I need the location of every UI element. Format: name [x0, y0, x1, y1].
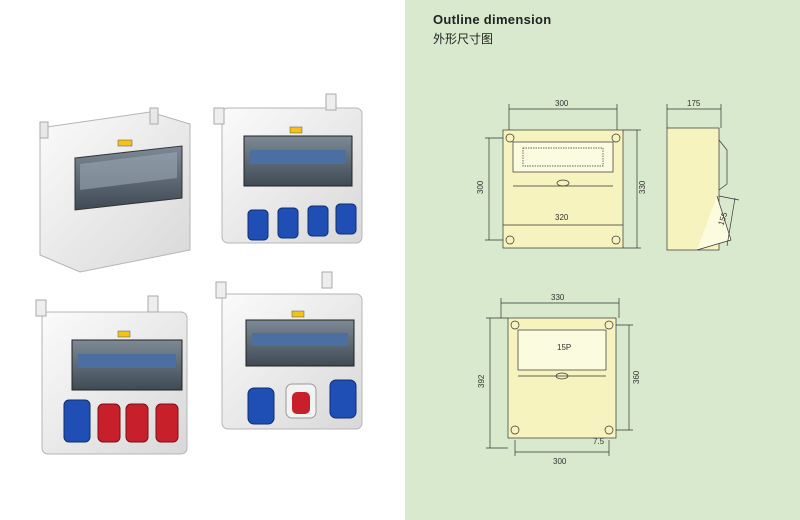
dim-side-angle: 155 — [716, 211, 729, 227]
dim-bottom-offset: 7.5 — [593, 437, 605, 446]
photo-box-1-blue-2-white-1-blue-sockets — [215, 271, 363, 430]
page-subtitle: 外形尺寸图 — [433, 32, 494, 46]
drawing-side — [666, 104, 740, 251]
page-title: Outline dimension — [433, 12, 552, 27]
drawing-front-top — [485, 104, 641, 249]
dim-bottom-width-top: 330 — [551, 293, 565, 302]
dim-top-height-left: 300 — [476, 180, 485, 194]
photo-box-plain — [39, 107, 191, 273]
panel-label: 15P — [557, 343, 571, 352]
dimension-drawings: 300 300 330 320 175 155 — [476, 99, 740, 466]
dim-bottom-width-bottom: 300 — [553, 457, 567, 466]
product-photos-illustration — [35, 93, 363, 455]
dim-top-mid-width: 320 — [555, 213, 569, 222]
dim-bottom-height-left: 392 — [477, 374, 486, 388]
dimension-panel: Outline dimension 外形尺寸图 300 300 330 3 — [405, 0, 800, 520]
dim-side-depth: 175 — [687, 99, 701, 108]
photo-box-4-blue-sockets — [213, 93, 363, 244]
product-photos-panel — [35, 93, 363, 455]
dim-bottom-height-right: 360 — [632, 370, 641, 384]
dim-top-width: 300 — [555, 99, 569, 108]
photo-box-1-blue-3-red-sockets — [35, 295, 188, 455]
dim-top-height-right: 330 — [638, 180, 647, 194]
drawing-front-bottom — [486, 298, 633, 456]
